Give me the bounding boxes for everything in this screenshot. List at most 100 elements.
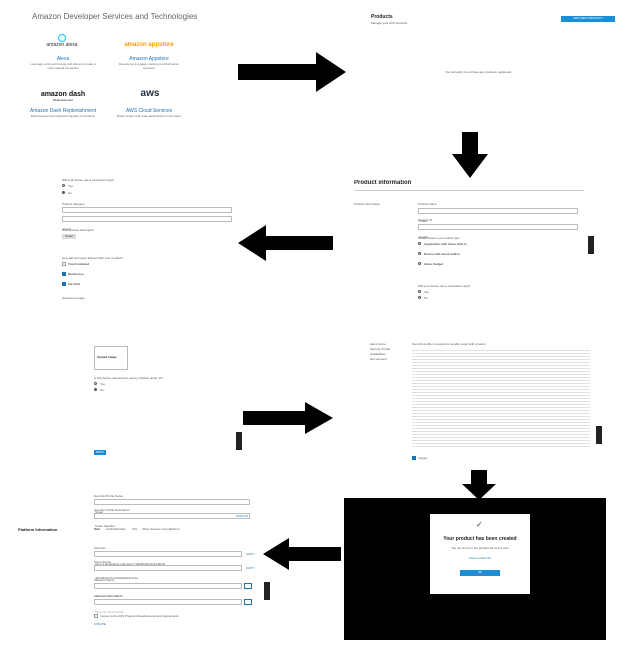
side-label: Product information <box>354 202 381 206</box>
hands-label: Hands-free <box>68 272 84 276</box>
profile-desc-input[interactable]: Smart Speaker <box>94 513 250 528</box>
menu-dev-account[interactable]: Dev account <box>370 357 387 361</box>
feedback-tab-2[interactable] <box>236 432 242 450</box>
children-no: No <box>100 388 104 392</box>
arrow-right-icon <box>238 52 346 92</box>
product-name-input[interactable]: Smart <box>418 208 578 223</box>
origins-label: Allowed origins <box>94 578 115 582</box>
arrow-down-icon <box>452 132 488 178</box>
children-yes-radio[interactable] <box>94 382 97 385</box>
type-radio-device[interactable] <box>418 252 421 255</box>
type-label: Please select your product type <box>418 236 460 240</box>
cat-no-radio[interactable] <box>62 191 65 194</box>
origins-input[interactable]: https://localhost:3000 <box>94 583 242 598</box>
upload-image-text: Upload image <box>97 355 117 359</box>
feedback-tab[interactable] <box>588 236 594 254</box>
products-panel: Products Manage your AVS products ADD NE… <box>365 12 620 132</box>
menu-alexa-voice[interactable]: Alexa Voice <box>370 342 386 346</box>
type-opt-app: Application with Alexa built-in <box>424 242 467 246</box>
id-label: Product ID <box>418 218 433 222</box>
hands-checkbox[interactable] <box>62 272 66 276</box>
profile-update-link[interactable]: UPDATE <box>94 622 106 626</box>
appstore-desc: Develop and engage customers with Amazon… <box>118 62 180 70</box>
dash-title[interactable]: Amazon Dash Replenishment <box>29 108 97 114</box>
agree-checkbox[interactable] <box>412 456 416 460</box>
security-notice: Security profile is required to enable L… <box>412 342 486 346</box>
alexa-desc: Leverage voice technology with Alexa to … <box>30 62 96 70</box>
client-secret-input[interactable]: d3f1a9c0b72e4c59a8e0b1f1c2a <box>94 565 242 580</box>
alexa-logo-text: amazon alexa <box>46 42 78 48</box>
profile-panel: Security Profile Name Smart Security Pro… <box>8 494 258 634</box>
children-no-radio[interactable] <box>94 388 97 391</box>
companion-label: Will your device use a companion app? <box>418 284 471 288</box>
aws-logo[interactable]: aws <box>130 88 170 99</box>
far-label: Far-field <box>68 282 80 286</box>
returns-add-button[interactable] <box>244 599 252 605</box>
client-id-input[interactable]: amzn1.application-oa2-client.7e8a6fb22c6… <box>94 551 242 566</box>
returns-input[interactable]: https://localhost:3000 <box>94 599 242 614</box>
modal-title: Your product has been created <box>443 536 517 542</box>
arrow-left-icon-2 <box>263 538 341 570</box>
menu-capabilities[interactable]: Capabilities <box>370 352 386 356</box>
aws-desc: Build, deploy and scale applications in … <box>117 114 181 118</box>
profile-name-input[interactable]: Smart <box>94 499 250 514</box>
interact-label: How will end users interact with your pr… <box>62 256 124 260</box>
modal-link[interactable]: View product list <box>469 556 491 560</box>
profile-agree-checkbox[interactable] <box>94 614 98 618</box>
check-icon: ✓ <box>476 520 483 529</box>
children-question: Is this device intended for use by child… <box>94 376 164 380</box>
add-product-button[interactable]: ADD NEW PRODUCT <box>561 16 615 22</box>
aws-title[interactable]: AWS Cloud Services <box>125 108 173 114</box>
touch-label: Touch-initiated <box>68 262 90 266</box>
profile-name-label: Security Profile Name <box>94 494 124 498</box>
profile-update-button[interactable]: UPDATE <box>236 514 248 518</box>
dash-logo[interactable]: amazon dash Replenishment <box>38 91 88 102</box>
alexa-logo[interactable]: amazon alexa <box>42 34 82 48</box>
touch-checkbox[interactable] <box>62 262 66 266</box>
menu-security-profile[interactable]: Security Profile <box>370 347 391 351</box>
product-info-title: Product information <box>354 180 412 186</box>
category-select[interactable]: Wireless Speaker <box>62 207 232 222</box>
companion-no: No <box>424 296 428 300</box>
tab-ios[interactable]: iOS <box>132 527 138 531</box>
upload-image-box[interactable]: Upload image <box>94 346 128 370</box>
companion-no-radio[interactable] <box>418 296 421 299</box>
products-empty-text: You currently do not have any products r… <box>445 70 512 74</box>
feedback-tab-3[interactable] <box>596 426 602 444</box>
divider <box>354 190 584 191</box>
next-button[interactable]: NEXT <box>94 450 106 455</box>
appstore-logo[interactable]: amazon appstore <box>124 42 174 48</box>
appstore-logo-text: amazon appstore <box>124 42 174 48</box>
client-id-copy[interactable]: COPY <box>246 552 255 556</box>
smart-chip[interactable]: Smart <box>62 234 76 239</box>
aws-logo-text: aws <box>140 88 160 99</box>
arrow-right-icon-2 <box>243 402 333 434</box>
modal-dialog: ✓ Your product has been created You can … <box>430 514 530 594</box>
type-radio-app[interactable] <box>418 242 421 245</box>
product-info-panel: Product information Product information … <box>352 180 592 310</box>
modal-body: You can find it in the product list at a… <box>451 546 509 550</box>
origins-add-button[interactable] <box>244 583 252 589</box>
client-secret-label: Client Secret <box>94 560 112 564</box>
tab-android[interactable]: Android/Kindle <box>106 527 126 531</box>
appstore-title[interactable]: Amazon Appstore <box>129 56 169 62</box>
modal-ok-button[interactable]: OK <box>460 570 500 576</box>
arrow-down-icon-2 <box>462 470 496 500</box>
agree-label: I agree <box>418 456 428 460</box>
companion-yes-radio[interactable] <box>418 290 421 293</box>
alexa-title[interactable]: Alexa <box>56 56 70 62</box>
amazon-section-panel: Upload image Is this device intended for… <box>90 336 240 458</box>
far-checkbox[interactable] <box>62 282 66 286</box>
type-radio-gadget[interactable] <box>418 262 421 265</box>
cat-no: No <box>68 191 72 195</box>
feedback-tab-4[interactable] <box>264 582 270 600</box>
cat-yes-radio[interactable] <box>62 184 65 187</box>
tab-web[interactable]: Web <box>94 527 101 531</box>
upload-label: Upload an image <box>62 296 85 300</box>
product-id-input[interactable]: Smart1 <box>418 224 578 239</box>
client-secret-copy[interactable]: COPY <box>246 566 255 570</box>
companion-question: Will your device use a companion app? <box>62 178 115 182</box>
profile-desc-label: Security Profile Description <box>94 508 131 512</box>
tab-other[interactable]: Other devices and platforms <box>142 527 180 531</box>
category-desc-input[interactable]: Smart <box>62 216 232 231</box>
